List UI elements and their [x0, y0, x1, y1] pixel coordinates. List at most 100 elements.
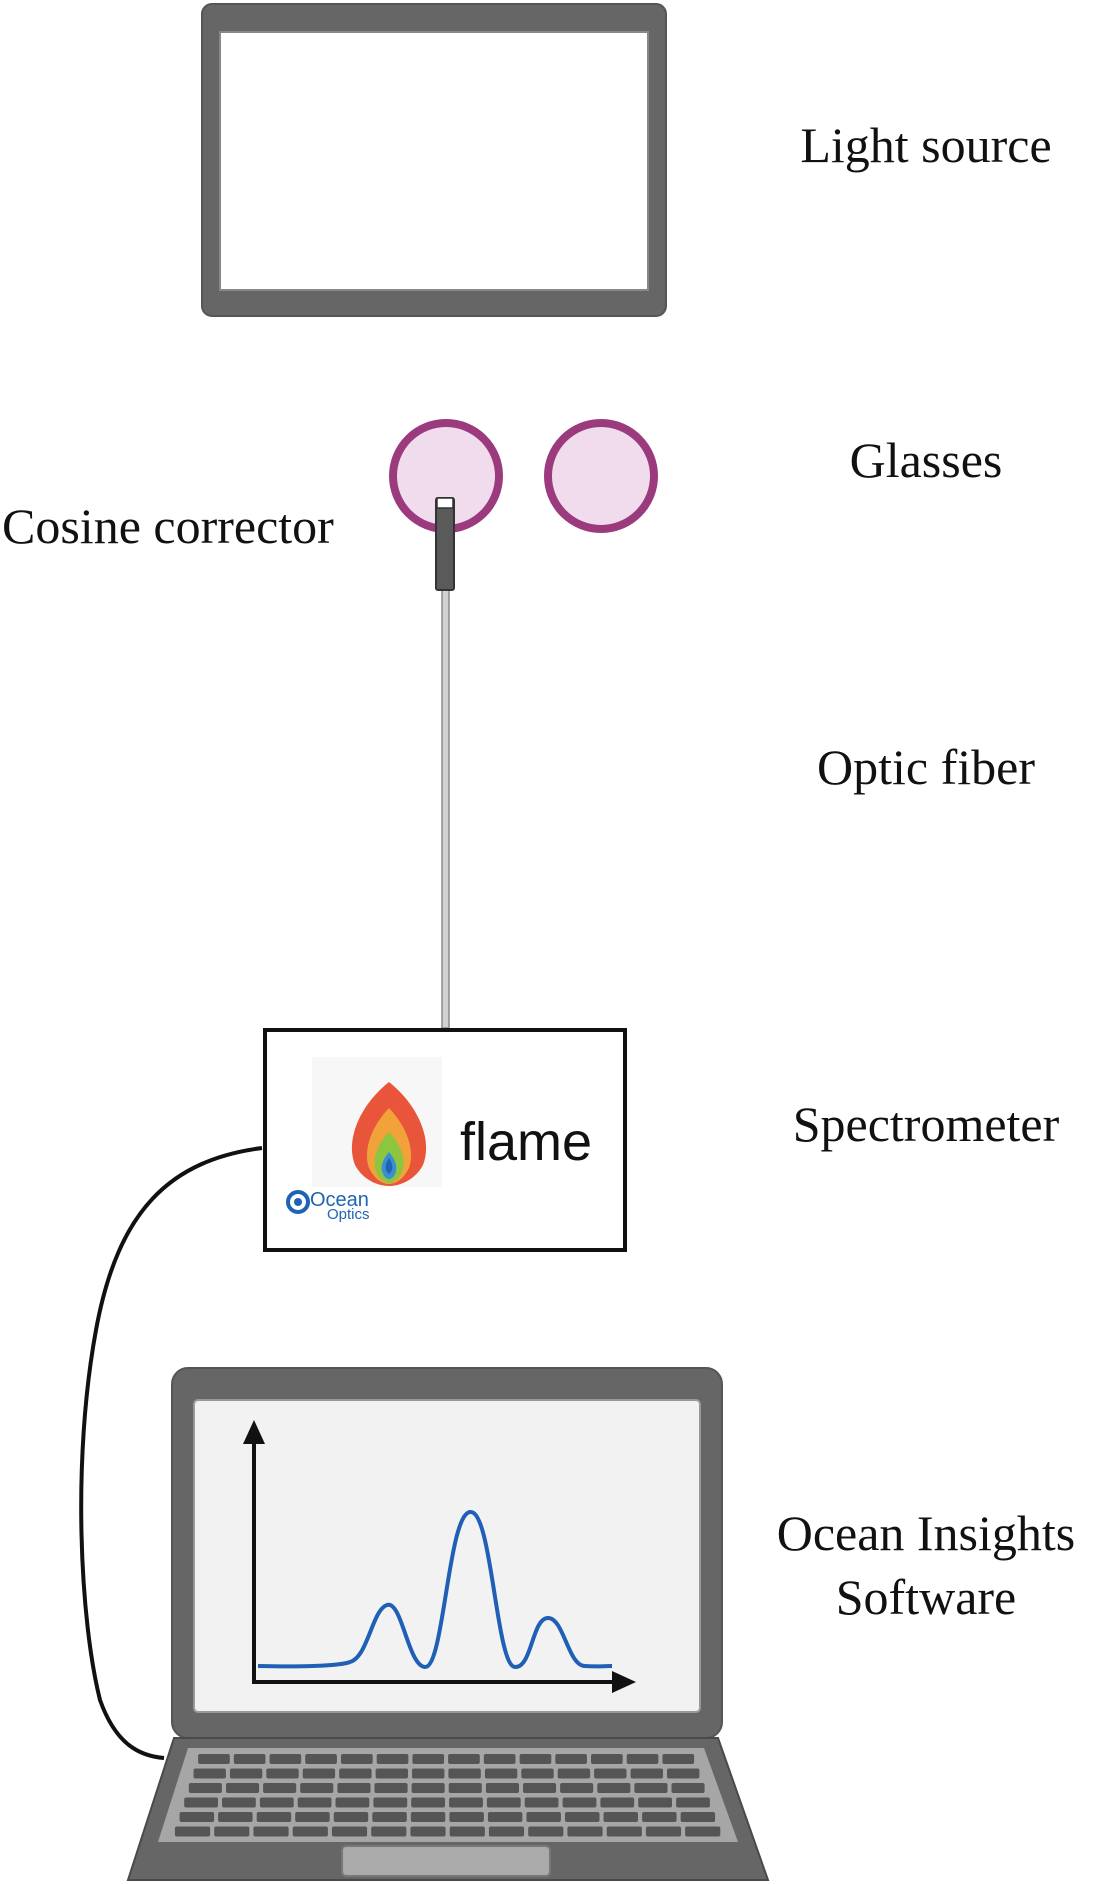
flame-logo-icon: [312, 1057, 442, 1187]
keyboard-key: [373, 1797, 408, 1808]
keyboard-key: [410, 1812, 446, 1822]
ocean-optics-logo-icon: Ocean Optics: [286, 1189, 370, 1223]
keyboard-key: [600, 1797, 635, 1808]
keyboard-key: [449, 1797, 483, 1808]
keyboard-key: [488, 1826, 525, 1837]
label-light-source: Light source: [800, 117, 1051, 173]
keyboard-key: [292, 1826, 328, 1837]
keyboard-key: [198, 1754, 230, 1764]
keyboard-key: [448, 1754, 480, 1764]
usb-cable: [79, 1146, 263, 1760]
keyboard-key: [371, 1826, 407, 1837]
keyboard-key: [174, 1826, 211, 1837]
keyboard-key: [645, 1826, 682, 1837]
keyboard-key: [412, 1754, 445, 1764]
keyboard-key: [567, 1826, 603, 1837]
label-optic-fiber: Optic fiber: [817, 739, 1035, 795]
keyboard-key: [376, 1754, 409, 1764]
keyboard-key: [184, 1797, 218, 1808]
keyboard-key: [222, 1797, 256, 1808]
label-software-line1: Ocean Insights: [777, 1505, 1076, 1561]
keyboard-key: [519, 1754, 552, 1764]
keyboard-key: [487, 1812, 523, 1822]
keyboard-key: [671, 1783, 705, 1793]
label-glasses: Glasses: [850, 432, 1003, 488]
keyboard-key: [676, 1797, 710, 1808]
x-axis-arrow-icon: [612, 1671, 636, 1693]
keyboard-key: [179, 1812, 215, 1822]
keyboard-key: [483, 1754, 516, 1764]
cosine-corrector: [435, 497, 455, 591]
optic-fiber: [441, 587, 450, 1029]
keyboard-key: [562, 1797, 597, 1808]
keyboard-key: [339, 1768, 372, 1779]
keyboard-key: [528, 1826, 564, 1837]
keyboard-key: [521, 1768, 554, 1779]
keyboard-key: [411, 1783, 445, 1793]
keyboard-key: [218, 1812, 253, 1822]
keyboard-key: [341, 1754, 373, 1764]
keyboard-key: [565, 1812, 600, 1822]
keyboard-key: [410, 1826, 446, 1837]
keyboard-key: [680, 1812, 716, 1822]
keyboard-key: [295, 1812, 330, 1822]
keyboard-key: [375, 1768, 408, 1779]
keyboard-key: [226, 1783, 260, 1793]
logo-optics: Optics: [327, 1206, 370, 1223]
keyboard-key: [448, 1768, 481, 1779]
keyboard-key: [333, 1812, 369, 1822]
brand-flame: flame: [460, 1112, 592, 1172]
logo-ocean: Ocean: [310, 1189, 369, 1211]
label-software-line2: Software: [836, 1569, 1017, 1625]
label-cosine-corrector: Cosine corrector: [2, 498, 334, 554]
keyboard-key: [193, 1768, 226, 1779]
keyboard-key: [269, 1754, 302, 1764]
keyboard-key: [597, 1783, 631, 1793]
keyboard-key: [263, 1783, 297, 1793]
keyboard-key: [606, 1826, 642, 1837]
keyboard-key: [485, 1783, 519, 1793]
label-spectrometer: Spectrometer: [793, 1096, 1060, 1152]
keyboard-key: [486, 1797, 521, 1808]
keyboard-key: [449, 1826, 485, 1837]
keyboard-key: [233, 1754, 266, 1764]
keyboard-key: [449, 1812, 484, 1822]
keyboard-key: [638, 1797, 672, 1808]
spectrometer: flame Ocean Optics: [263, 1028, 627, 1252]
glasses: [389, 419, 658, 533]
keyboard-key: [560, 1783, 594, 1793]
keyboard-key: [662, 1754, 695, 1764]
keyboard-key: [557, 1768, 591, 1779]
keyboard-key: [630, 1768, 663, 1779]
spectrum-plot: [243, 1420, 636, 1693]
keyboard-key: [523, 1783, 557, 1793]
keyboard-key: [603, 1812, 638, 1822]
keyboard: [174, 1754, 721, 1837]
keyboard-key: [372, 1812, 407, 1822]
keyboard-key: [266, 1768, 299, 1779]
keyboard-key: [626, 1754, 659, 1764]
keyboard-key: [337, 1783, 371, 1793]
keyboard-key: [374, 1783, 408, 1793]
keyboard-key: [634, 1783, 668, 1793]
light-source: [201, 3, 667, 317]
keyboard-key: [412, 1768, 445, 1779]
right-lens: [544, 419, 658, 533]
keyboard-key: [253, 1826, 289, 1837]
keyboard-key: [642, 1812, 677, 1822]
keyboard-key: [331, 1826, 368, 1837]
keyboard-key: [685, 1826, 721, 1837]
keyboard-key: [555, 1754, 587, 1764]
laptop: [126, 1367, 770, 1881]
keyboard-key: [300, 1783, 334, 1793]
keyboard-key: [302, 1768, 336, 1779]
keyboard-key: [256, 1812, 292, 1822]
keyboard-key: [594, 1768, 627, 1779]
keyboard-key: [259, 1797, 294, 1808]
keyboard-key: [297, 1797, 332, 1808]
keyboard-key: [591, 1754, 623, 1764]
keyboard-key: [484, 1768, 518, 1779]
keyboard-key: [229, 1768, 263, 1779]
y-axis-arrow-icon: [243, 1420, 265, 1444]
keyboard-key: [214, 1826, 250, 1837]
